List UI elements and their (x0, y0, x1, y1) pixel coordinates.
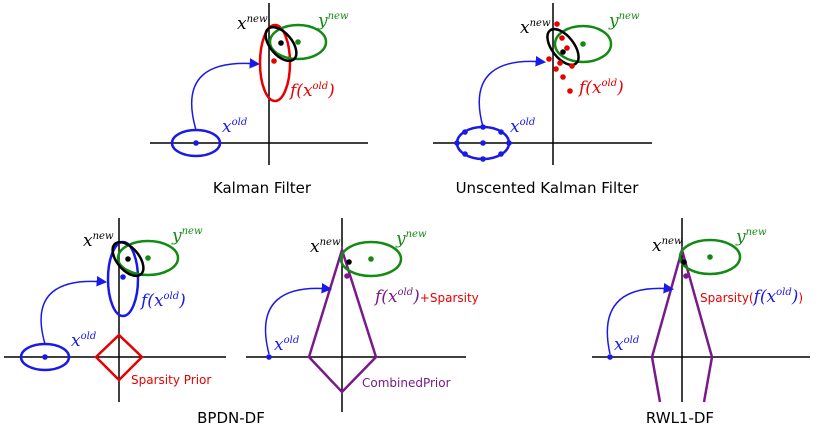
panel-combined-prior: xnew ynew f(xold)+Sparsity xold Combined… (246, 218, 479, 412)
observation-ellipse (678, 238, 742, 276)
sigma-point (553, 66, 559, 72)
label-y-new: ynew (317, 11, 349, 31)
observation-point (707, 254, 713, 260)
predicted-point (120, 274, 126, 280)
sparsity-prior-diamond (94, 333, 144, 382)
label-x-new: xnew (83, 231, 114, 251)
prediction-arrow (264, 283, 333, 355)
sigma-point (564, 45, 570, 51)
label-f-x-old: f(xold) (577, 78, 624, 98)
prediction-arrow (606, 283, 675, 355)
sigma-point (567, 88, 573, 94)
sigma-point (462, 129, 468, 135)
sigma-point (480, 156, 486, 162)
label-x-old: xold (222, 117, 247, 137)
panel-rwl1-df: xnew ynew Sparsity(f(xold)) xold RWL1-DF (592, 218, 810, 427)
prediction-arrow (40, 276, 108, 345)
label-y-new: ynew (735, 227, 767, 247)
estimate-ellipse (546, 27, 580, 67)
estimate-point (278, 40, 284, 46)
observation-ellipse (339, 240, 403, 278)
label-x-new: xnew (520, 18, 551, 38)
sigma-point (560, 74, 566, 80)
predicted-ellipse (258, 23, 292, 103)
label-sparsity-prior: Sparsity Prior (131, 373, 211, 387)
predicted-point (683, 273, 689, 279)
panel-unscented-kalman-filter: xnew ynew f(xold) xold Unscented Kalman … (433, 3, 652, 197)
predicted-point (271, 58, 277, 64)
caption-rwl1: RWL1-DF (646, 409, 714, 427)
observation-point (580, 41, 586, 47)
caption-bpdn: BPDN-DF (197, 409, 265, 427)
sigma-point (498, 151, 504, 157)
sigma-point (557, 60, 563, 66)
sigma-point (554, 21, 560, 27)
sigma-point (506, 140, 512, 146)
predicted-point (344, 273, 350, 279)
label-x-new: xnew (652, 236, 683, 256)
label-x-old: xold (614, 335, 639, 355)
prediction-arrow (478, 56, 547, 128)
label-y-new: ynew (608, 11, 640, 31)
label-f-x-old-plus-sparsity: f(xold)+Sparsity (373, 287, 479, 307)
old-state-point (193, 140, 199, 146)
observation-point (145, 255, 151, 261)
caption-kalman: Kalman Filter (213, 179, 312, 197)
estimate-ellipse (111, 240, 145, 278)
label-y-new: ynew (171, 226, 203, 246)
panel-bpdn-df: xnew ynew f(xold) xold Sparsity Prior BP… (4, 218, 265, 427)
observation-point (295, 39, 301, 45)
label-f-x-old: f(xold) (288, 81, 335, 101)
estimate-point (560, 49, 566, 55)
sigma-points-predicted (546, 21, 575, 94)
old-state-point (607, 354, 613, 360)
prediction-arrow (190, 58, 261, 131)
old-state-point (266, 354, 272, 360)
panel-kalman-filter: xnew ynew f(xold) xold Kalman Filter (150, 3, 368, 197)
label-x-new: xnew (310, 237, 341, 257)
combined-prior-shape (307, 245, 378, 394)
sigma-point (569, 63, 575, 69)
label-combined-prior: CombinedPrior (362, 376, 451, 390)
sigma-points-old (454, 124, 512, 162)
observation-ellipse (116, 239, 180, 277)
label-f-x-old: f(xold) (139, 291, 186, 311)
label-x-old: xold (510, 117, 535, 137)
estimate-point (346, 259, 352, 265)
sigma-point (480, 140, 486, 146)
sigma-point (454, 140, 460, 146)
label-sparsity-f-x-old: Sparsity(f(xold)) (700, 287, 803, 307)
observation-ellipse (553, 24, 613, 64)
sigma-point (546, 56, 552, 62)
estimate-ellipse (264, 25, 298, 63)
label-x-old: xold (274, 335, 299, 355)
observation-ellipse (268, 23, 328, 61)
sigma-point (462, 151, 468, 157)
estimate-point (681, 259, 687, 265)
label-y-new: ynew (395, 229, 427, 249)
sigma-point (559, 35, 565, 41)
label-x-new: xnew (237, 14, 268, 34)
label-x-old: xold (71, 331, 96, 351)
observation-point (368, 256, 374, 262)
sigma-point (498, 129, 504, 135)
old-state-point (42, 354, 48, 360)
estimate-point (125, 256, 131, 262)
caption-ukf: Unscented Kalman Filter (456, 179, 640, 197)
